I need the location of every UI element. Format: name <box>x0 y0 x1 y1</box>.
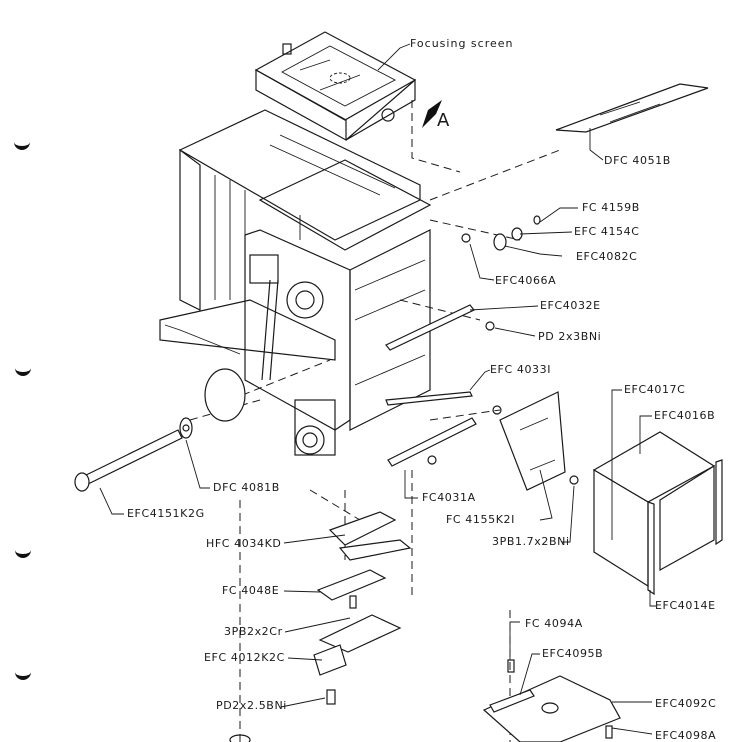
label-efc4098a: EFC4098A <box>655 729 717 742</box>
label-dfc4051b: DFC 4051B <box>604 154 671 167</box>
view-marker-label: A <box>437 110 450 131</box>
label-efc4016b: EFC4016B <box>654 409 716 422</box>
knob-cover-part <box>204 368 246 422</box>
label-hfc4034kd: HFC 4034KD <box>206 537 282 550</box>
label-efc4066a: EFC4066A <box>495 274 557 287</box>
view-arrow-icon <box>422 100 442 128</box>
label-efc4012k2c: EFC 4012K2C <box>204 651 285 664</box>
label-efc4092c: EFC4092C <box>655 697 717 710</box>
bottom-plate-part <box>482 659 621 742</box>
label-efc4014e: EFC4014E <box>655 599 716 612</box>
label-fc4155k2i: FC 4155K2I <box>446 513 515 526</box>
label-3pb2x2cr: 3PB2x2Cr <box>224 625 283 638</box>
label-efc4082c: EFC4082C <box>576 250 638 263</box>
label-efc4095b: EFC4095B <box>542 647 604 660</box>
plate-part <box>499 391 579 491</box>
rod-parts <box>385 304 502 467</box>
label-efc4151k2g: EFC4151K2G <box>127 507 205 520</box>
focusing-screen-part <box>254 31 417 142</box>
label-efc4017c: EFC4017C <box>624 383 686 396</box>
label-fc4094a: FC 4094A <box>525 617 583 630</box>
label-fc4048e: FC 4048E <box>222 584 280 597</box>
binder-hole <box>15 670 31 680</box>
binder-hole <box>15 548 31 558</box>
label-fc4159b: FC 4159B <box>582 201 640 214</box>
label-3pb17x2bni: 3PB1.7x2BNi <box>492 535 570 548</box>
label-dfc4081b: DFC 4081B <box>213 481 280 494</box>
binder-hole <box>15 366 31 376</box>
knob-parts <box>461 215 541 251</box>
shaft-part <box>74 417 193 492</box>
label-focusing-screen: Focusing screen <box>410 37 514 50</box>
lower-parts <box>229 511 412 742</box>
label-efc4154c: EFC 4154C <box>574 225 640 238</box>
filter-box-part <box>592 431 723 596</box>
label-pd2x25bni: PD2x2.5BNi <box>216 699 287 712</box>
camera-body <box>159 109 432 456</box>
label-efc4033i: EFC 4033I <box>490 363 552 376</box>
leader-lines <box>99 43 656 735</box>
label-fc4031a: FC4031A <box>422 491 476 504</box>
label-pd2x3bni: PD 2x3BNi <box>538 330 602 343</box>
label-efc4032e: EFC4032E <box>540 299 601 312</box>
glass-plate-part <box>555 83 709 133</box>
binder-hole <box>14 140 30 150</box>
